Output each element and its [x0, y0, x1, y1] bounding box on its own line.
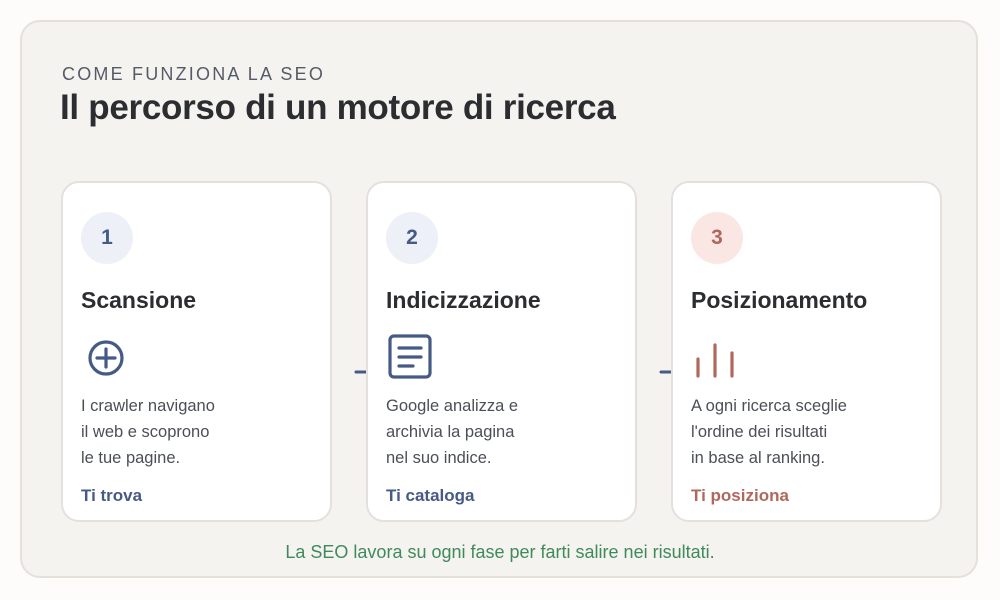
step-card-scansione: 1 Scansione I crawler navigano il web e …: [61, 181, 332, 522]
plus-circle-icon: [88, 340, 124, 376]
step-description: A ogni ricerca sceglie l'ordine dei risu…: [691, 393, 921, 471]
step-title: Posizionamento: [691, 287, 868, 313]
ranking-bars-icon: [696, 343, 734, 378]
step-action-label: Ti cataloga: [386, 486, 475, 505]
step-description: Google analizza e archivia la pagina nel…: [386, 393, 616, 471]
step-number-badge: 2: [386, 212, 438, 264]
eyebrow-label: COME FUNZIONA LA SEO: [62, 64, 326, 84]
description-line: in base al ranking.: [691, 449, 825, 467]
description-line: il web e scoprono: [81, 423, 210, 441]
step-card-posizionamento: 3 Posizionamento A ogni ricerca sceglie …: [671, 181, 942, 522]
description-line: A ogni ricerca sceglie: [691, 397, 847, 415]
document-icon: [388, 334, 432, 379]
step-action-label: Ti trova: [81, 486, 143, 505]
description-line: archivia la pagina: [386, 423, 515, 441]
step-number-badge: 3: [691, 212, 743, 264]
step-description: I crawler navigano il web e scoprono le …: [81, 393, 311, 471]
description-line: nel suo indice.: [386, 449, 492, 467]
description-line: I crawler navigano: [81, 397, 215, 415]
seo-diagram-panel: COME FUNZIONA LA SEO Il percorso di un m…: [20, 20, 978, 578]
step-action-label: Ti posiziona: [691, 486, 789, 505]
footer-note: La SEO lavora su ogni fase per farti sal…: [285, 542, 715, 562]
description-line: le tue pagine.: [81, 449, 181, 467]
step-card-indicizzazione: 2 Indicizzazione Google analizza e archi…: [366, 181, 637, 522]
step-title: Scansione: [81, 287, 197, 313]
step-title: Indicizzazione: [386, 287, 541, 313]
description-line: Google analizza e: [386, 397, 519, 415]
step-number-badge: 1: [81, 212, 133, 264]
page-title: Il percorso di un motore di ricerca: [60, 88, 616, 127]
description-line: l'ordine dei risultati: [691, 423, 828, 441]
